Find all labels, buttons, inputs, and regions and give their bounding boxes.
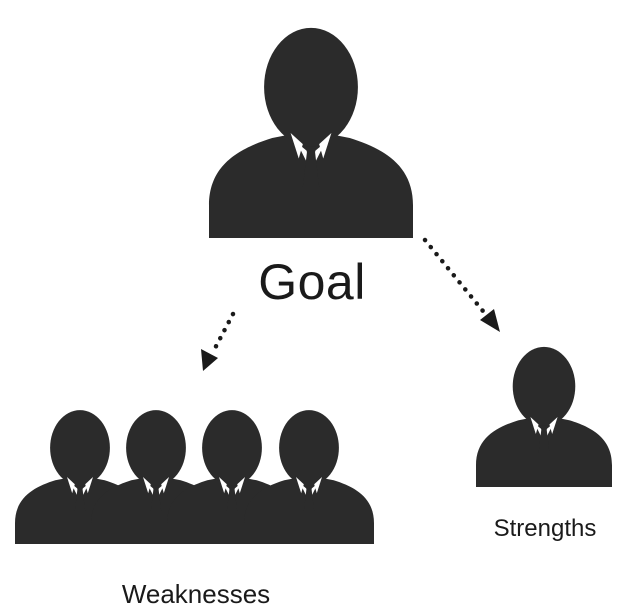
strengths-person-icon: [476, 346, 612, 487]
goal-person-icon: [209, 27, 413, 238]
weaknesses-label: Weaknesses: [121, 579, 271, 609]
goal-label: Goal: [258, 254, 366, 310]
arrow-to-weaknesses: [201, 311, 236, 371]
arrow-to-strengths: [422, 237, 500, 332]
weaknesses-group: [15, 410, 374, 544]
weakness-person-icon-4: [244, 410, 374, 544]
strengths-label: Strengths: [493, 515, 597, 542]
